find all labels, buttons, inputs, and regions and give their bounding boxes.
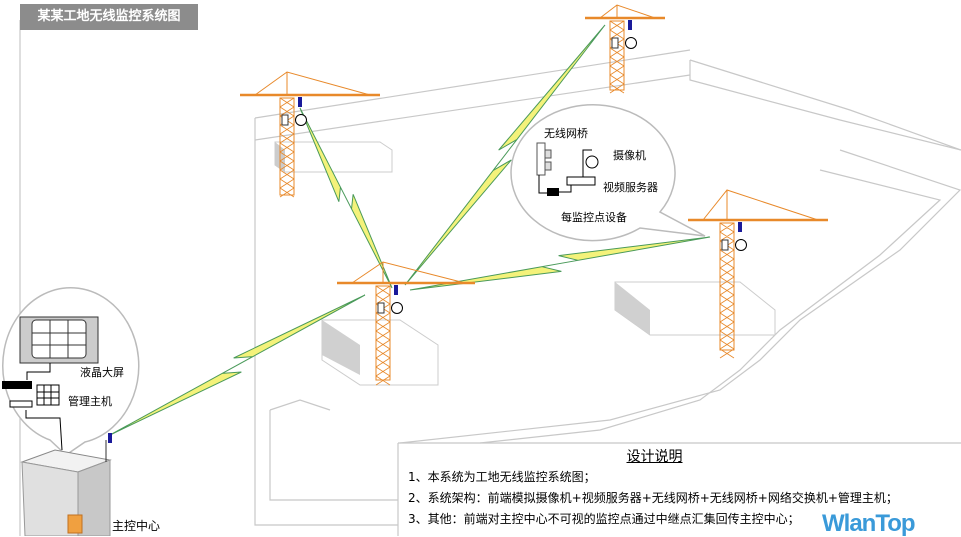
design-note-line: 1、本系统为工地无线监控系统图；: [408, 470, 596, 484]
design-note-line: 2、系统架构：前端模拟摄像机+视频服务器+无线网桥+无线网桥+网络交换机+管理主…: [408, 491, 898, 505]
tower-crane: [688, 189, 828, 359]
wireless-link: [404, 24, 606, 286]
wireless-bridge-icon: [536, 142, 546, 176]
video-server-icon: [377, 302, 385, 314]
antenna-icon: [738, 222, 742, 232]
wireless-link: [109, 294, 366, 436]
camera-icon: [735, 239, 747, 251]
camera-icon: [625, 37, 637, 49]
building-blocks: [274, 141, 776, 386]
wireless-link: [299, 107, 393, 289]
camera-label: 摄像机: [613, 149, 646, 162]
watermark-logo: WlanTop: [822, 510, 916, 537]
wireless-links: [109, 24, 711, 436]
equipment-bubble: [510, 104, 706, 242]
video-server-icon: [566, 176, 596, 186]
antenna-icon: [394, 285, 398, 295]
camera-icon: [391, 302, 403, 314]
video-server-icon: [721, 239, 729, 251]
control-center-label: 主控中心: [112, 519, 161, 533]
site-outline: [19, 20, 961, 536]
host-label: 管理主机: [68, 395, 112, 408]
antenna-icon: [298, 97, 302, 107]
wireless-link: [409, 236, 711, 291]
equipment-caption: 每监控点设备: [561, 211, 627, 224]
video-server-icon: [281, 114, 289, 126]
bridge-label: 无线网桥: [544, 127, 588, 140]
tower-crane: [240, 71, 380, 198]
antenna-icon: [108, 433, 112, 443]
camera-icon: [585, 155, 599, 169]
tower-crane: [585, 4, 665, 94]
video-server-label: 视频服务器: [603, 181, 658, 194]
antenna-icon: [628, 20, 632, 30]
control-center-building: [20, 433, 112, 536]
design-note-line: 3、其他：前端对主控中心不可视的监控点通过中继点汇集回传主控中心；: [408, 512, 800, 526]
decoder-icon: [2, 381, 32, 389]
host-computer-icon: [36, 384, 60, 406]
lcd-label: 液晶大屏: [80, 366, 124, 379]
control-bubble: [2, 287, 140, 456]
tower-crane: [337, 261, 475, 386]
switch-icon: [547, 188, 559, 196]
video-server-icon: [611, 37, 619, 49]
tower-cranes: [240, 4, 828, 386]
camera-icon: [295, 114, 307, 126]
design-notes: 设计说明 1、本系统为工地无线监控系统图； 2、系统架构：前端模拟摄像机+视频服…: [408, 448, 961, 530]
diagram-title: 某某工地无线监控系统图: [20, 4, 198, 30]
design-notes-heading: 设计说明: [626, 449, 683, 465]
